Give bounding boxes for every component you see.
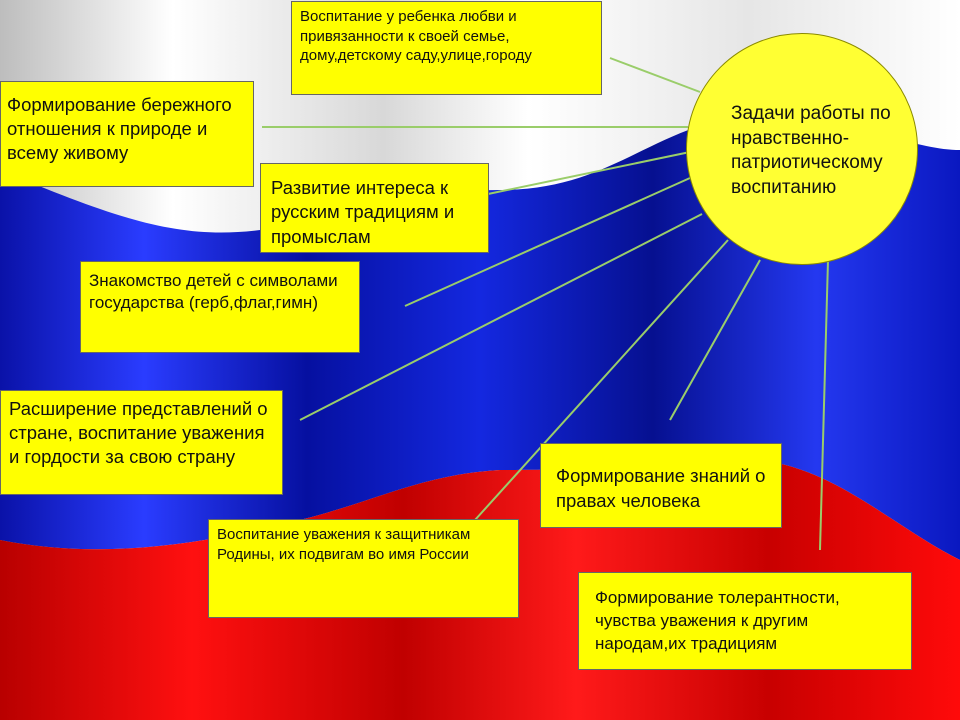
task-box-tolerance: Формирование толерантности, чувства уваж… (578, 572, 912, 670)
connector-line (474, 239, 729, 521)
task-box-state-symbols: Знакомство детей с символами государства… (80, 261, 360, 353)
task-box-human-rights: Формирование знаний о правах человека (540, 443, 782, 528)
connector-line (404, 177, 691, 307)
connector-line (487, 151, 691, 195)
task-box-russian-traditions: Развитие интереса к русским традициям и … (260, 163, 489, 253)
center-circle (686, 33, 918, 265)
task-box-nature: Формирование бережного отношения к приро… (0, 81, 254, 187)
center-title: Задачи работы по нравственно-патриотичес… (731, 103, 891, 199)
task-box-defenders-respect: Воспитание уважения к защитникам Родины,… (208, 519, 519, 618)
connector-line (669, 259, 761, 421)
task-box-country-pride: Расширение представлений о стране, воспи… (0, 390, 283, 495)
connector-line (609, 57, 701, 93)
task-box-family-love: Воспитание у ребенка любви и привязаннос… (291, 1, 602, 95)
connector-line (299, 213, 703, 421)
connector-line (819, 259, 829, 551)
